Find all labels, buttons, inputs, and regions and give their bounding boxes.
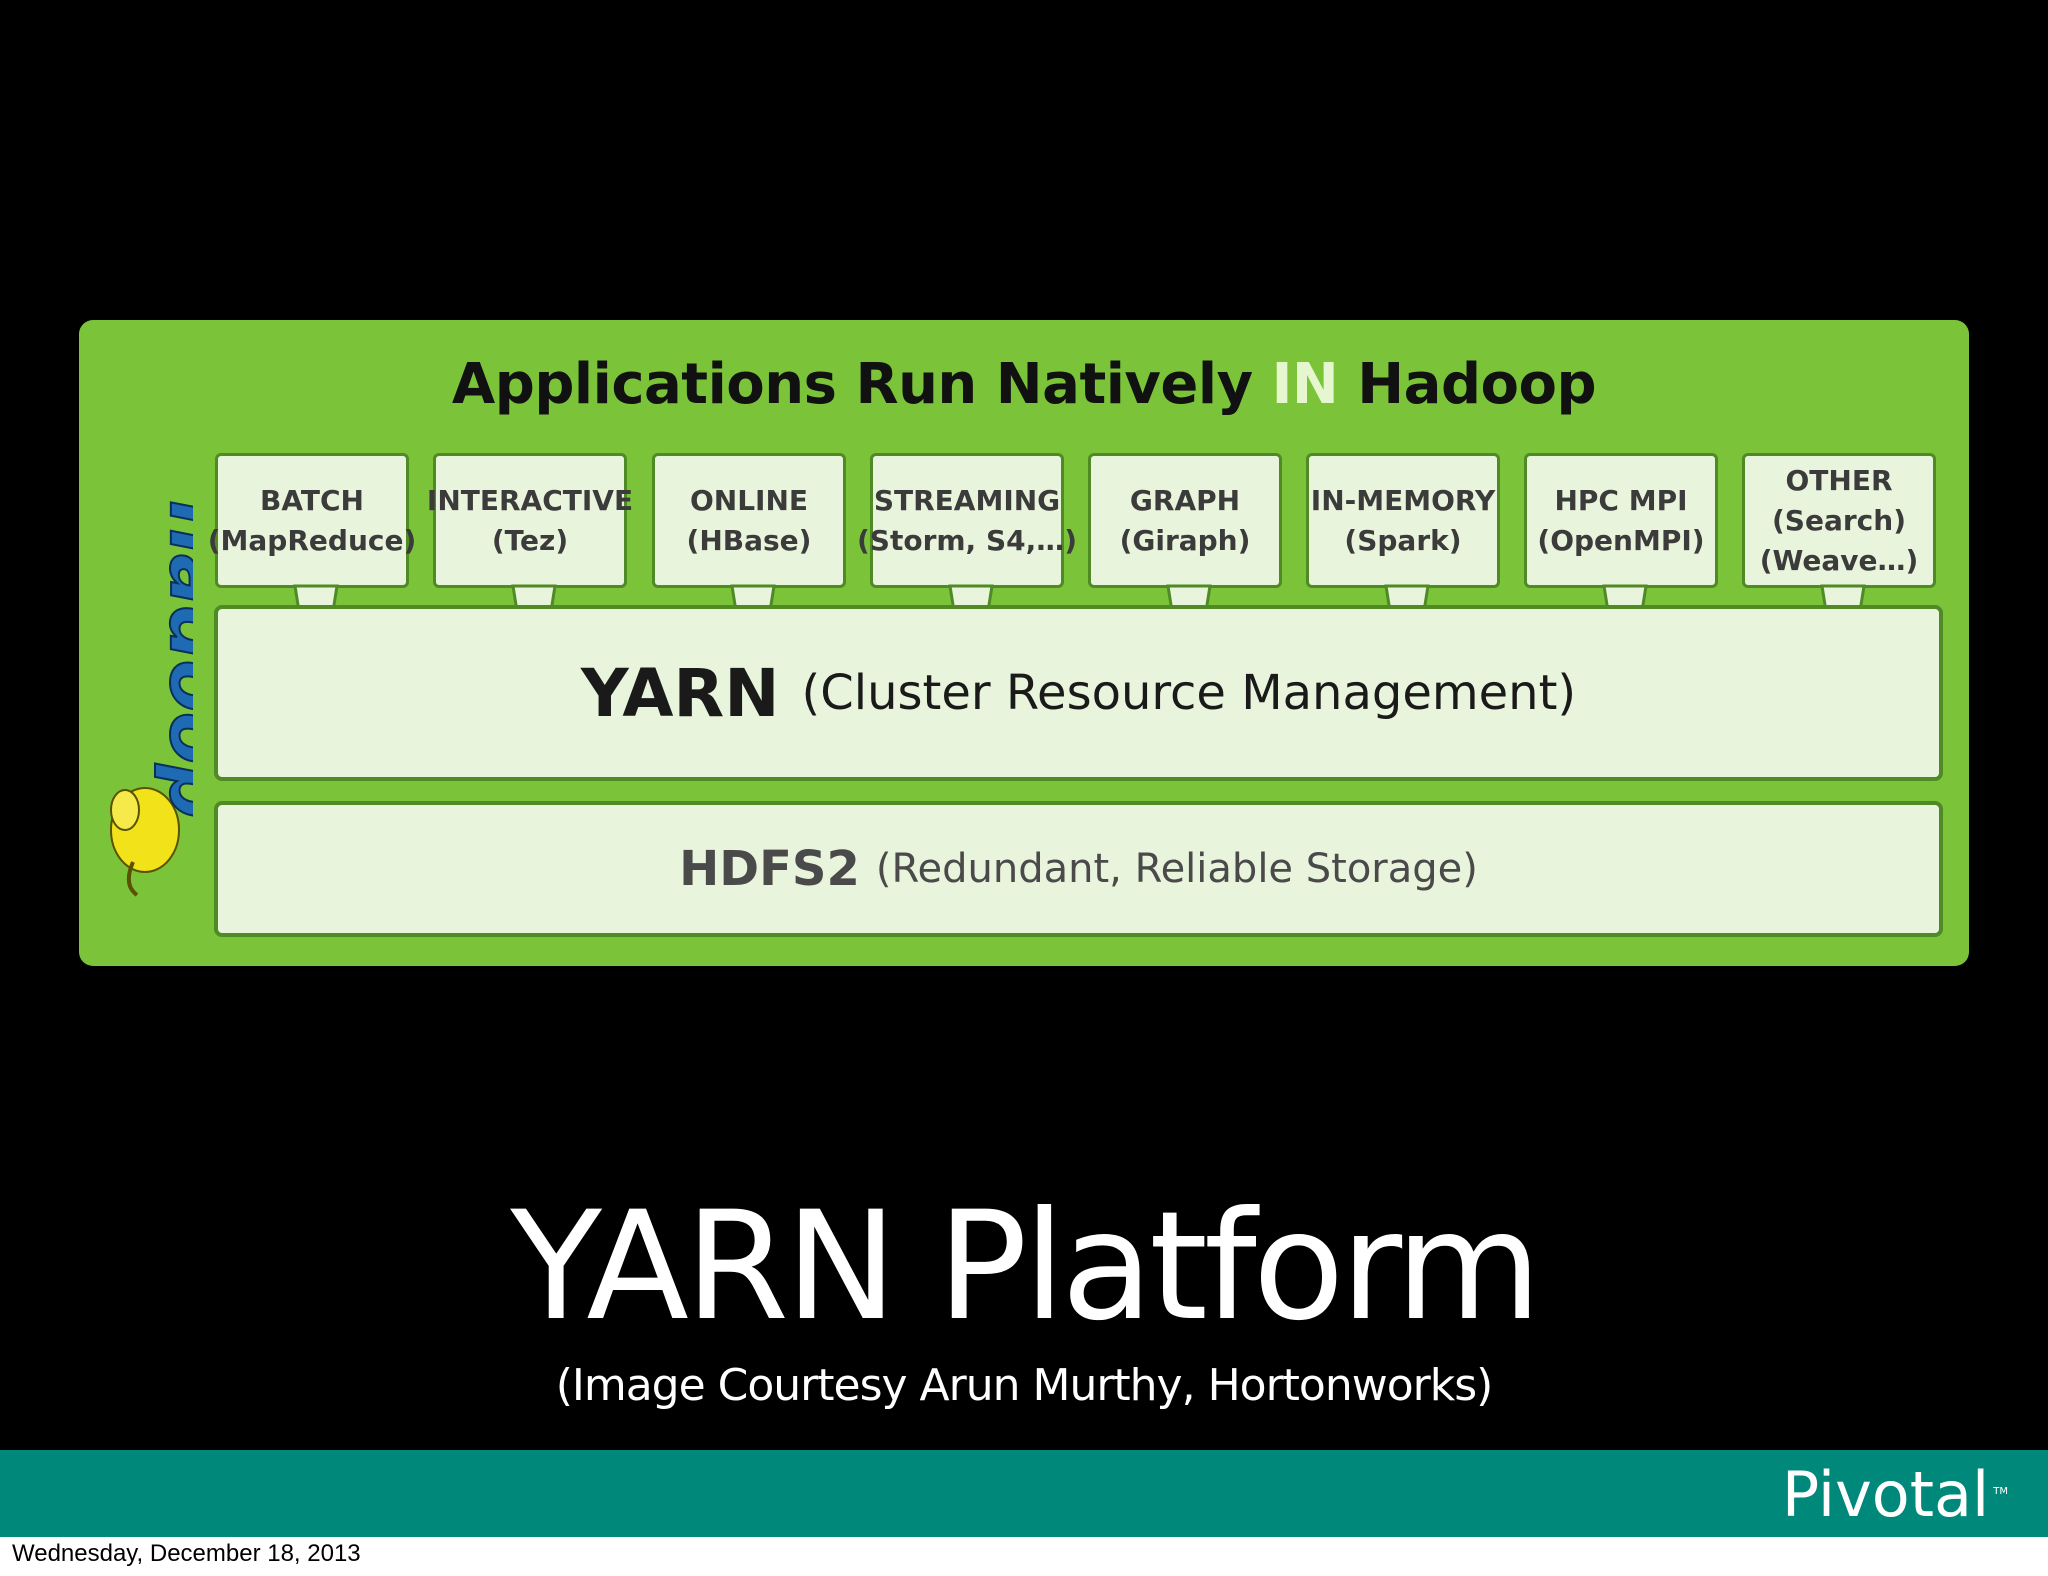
app-detail: (Spark) [1344, 523, 1462, 557]
app-name: ONLINE [689, 483, 809, 517]
app-name: IN-MEMORY [1310, 483, 1496, 517]
app-detail: (HBase) [686, 523, 812, 557]
title-text: Applications Run Natively [451, 352, 1272, 417]
slide: Applications Run Natively IN Hadoop hado… [0, 0, 2048, 1537]
app-box-online: ONLINE (HBase) [652, 453, 846, 588]
hdfs-layer: HDFS2 (Redundant, Reliable Storage) [214, 801, 1943, 937]
app-detail-extra: (Weave…) [1759, 543, 1919, 577]
app-detail: (OpenMPI) [1537, 523, 1705, 557]
app-box-batch: BATCH (MapReduce) [208, 453, 416, 588]
brand-text: Pivotal [1781, 1458, 1990, 1531]
app-name: STREAMING [873, 483, 1061, 517]
app-name: BATCH [260, 483, 364, 517]
yarn-layer: YARN (Cluster Resource Management) [214, 605, 1943, 781]
hdfs-description: (Redundant, Reliable Storage) [875, 846, 1478, 892]
app-box-streaming: STREAMING (Storm, S4,…) [857, 453, 1077, 588]
title-text-end: Hadoop [1338, 352, 1597, 417]
app-box-other: OTHER (Search) (Weave…) [1742, 453, 1936, 588]
app-detail: (Tez) [491, 523, 569, 557]
app-detail: (Storm, S4,…) [856, 523, 1078, 557]
app-name: INTERACTIVE [426, 483, 634, 517]
app-name: GRAPH [1129, 483, 1241, 517]
elephant-icon [110, 787, 180, 897]
app-box-graph: GRAPH (Giraph) [1088, 453, 1282, 588]
print-date: Wednesday, December 18, 2013 [12, 1540, 361, 1567]
hdfs-label: HDFS2 [679, 841, 860, 897]
app-name: HPC MPI [1554, 483, 1688, 517]
app-detail: (Giraph) [1119, 523, 1251, 557]
hadoop-stack-diagram: Applications Run Natively IN Hadoop hado… [79, 320, 1969, 966]
app-detail: (Search) [1772, 503, 1906, 537]
yarn-label: YARN [580, 654, 780, 732]
title-highlight: IN [1271, 352, 1339, 417]
app-detail: (MapReduce) [207, 523, 417, 557]
app-box-hpc-mpi: HPC MPI (OpenMPI) [1524, 453, 1718, 588]
app-box-in-memory: IN-MEMORY (Spark) [1306, 453, 1500, 588]
image-credit: (Image Courtesy Arun Murthy, Hortonworks… [555, 1360, 1494, 1411]
hadoop-wordmark: hadoop [153, 500, 193, 819]
diagram-title: Applications Run Natively IN Hadoop [79, 352, 1969, 417]
trademark: TM [1993, 1486, 2008, 1498]
hadoop-logo: hadoop [110, 499, 193, 897]
app-box-interactive: INTERACTIVE (Tez) [427, 453, 633, 588]
app-name: OTHER [1785, 463, 1893, 497]
slide-title: YARN Platform [510, 1180, 1541, 1354]
yarn-description: (Cluster Resource Management) [801, 665, 1577, 721]
